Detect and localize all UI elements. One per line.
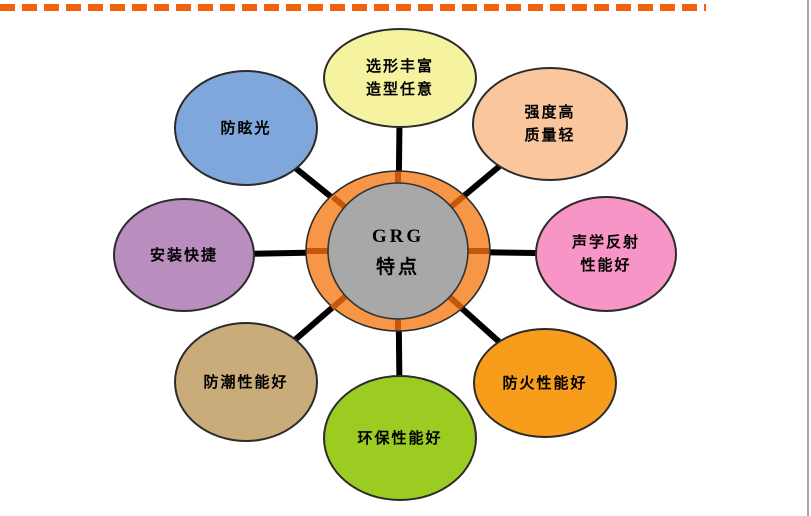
node-label-line: 选形丰富 bbox=[365, 58, 434, 75]
node-label-line: 造型任意 bbox=[365, 81, 434, 98]
node-label-line: 环保性能好 bbox=[357, 429, 443, 447]
node-label-line: 防火性能好 bbox=[502, 374, 588, 392]
node-eco-friendly: 环保性能好 bbox=[323, 375, 477, 501]
node-label-line: 防潮性能好 bbox=[203, 373, 289, 391]
node-fireproof: 防火性能好 bbox=[473, 328, 617, 438]
hub-label-line2: 特点 bbox=[375, 257, 420, 278]
hub-ellipse bbox=[327, 182, 469, 320]
hub-label: GRG 特点 bbox=[330, 221, 466, 283]
node-shape-variety: 选形丰富 造型任意 bbox=[323, 28, 477, 128]
node-moisture-proof: 防潮性能好 bbox=[174, 322, 318, 442]
node-label-line: 强度高 bbox=[524, 104, 576, 121]
node-high-strength: 强度高 质量轻 bbox=[472, 67, 628, 181]
right-border-rule bbox=[807, 0, 809, 516]
node-quick-install: 安装快捷 bbox=[113, 198, 255, 312]
node-acoustic-reflection: 声学反射 性能好 bbox=[535, 196, 677, 312]
hub-label-line1: GRG bbox=[371, 226, 425, 247]
top-dashed-divider bbox=[0, 4, 706, 11]
node-label-line: 安装快捷 bbox=[149, 246, 218, 264]
node-anti-glare: 防眩光 bbox=[174, 70, 318, 186]
node-label-line: 性能好 bbox=[580, 257, 632, 274]
node-label-line: 声学反射 bbox=[571, 234, 640, 251]
node-label-line: 质量轻 bbox=[524, 127, 576, 144]
node-label-line: 防眩光 bbox=[220, 119, 272, 137]
